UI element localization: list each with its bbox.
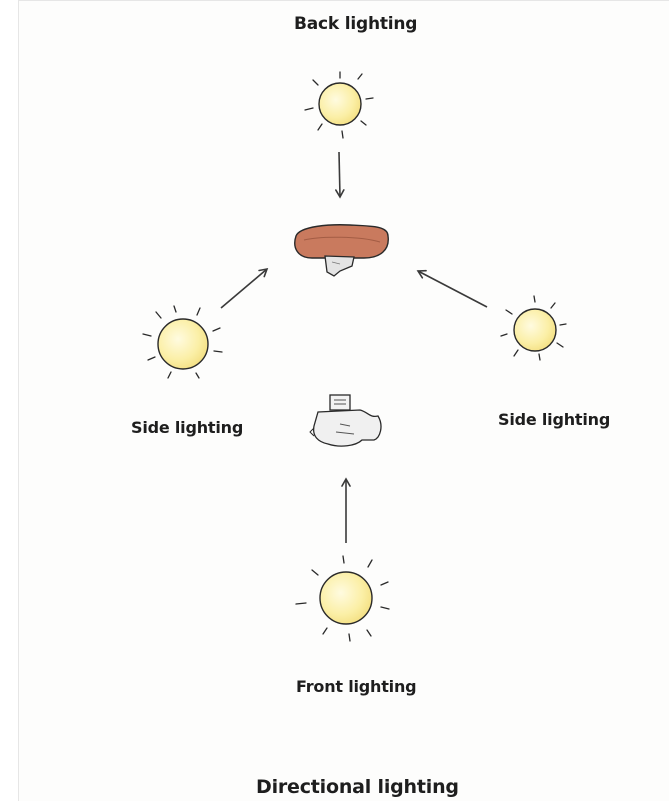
sun-icon-side-left [142, 305, 223, 379]
arrow-side-right [416, 269, 488, 308]
sun-icon-side-right [500, 295, 567, 361]
sun-icon-back [304, 71, 374, 139]
label-side-lighting-left: Side lighting [131, 418, 244, 437]
label-back-lighting: Back lighting [294, 14, 418, 34]
label-front-lighting: Front lighting [296, 677, 417, 696]
arrow-back [335, 151, 345, 199]
hat-figure-icon [294, 224, 389, 277]
diagram-title: Directional lighting [256, 776, 459, 798]
label-side-lighting-right: Side lighting [498, 410, 611, 429]
arrow-side-left [220, 267, 269, 309]
camera-figure-icon [309, 394, 382, 447]
sun-icon-front [295, 555, 390, 642]
